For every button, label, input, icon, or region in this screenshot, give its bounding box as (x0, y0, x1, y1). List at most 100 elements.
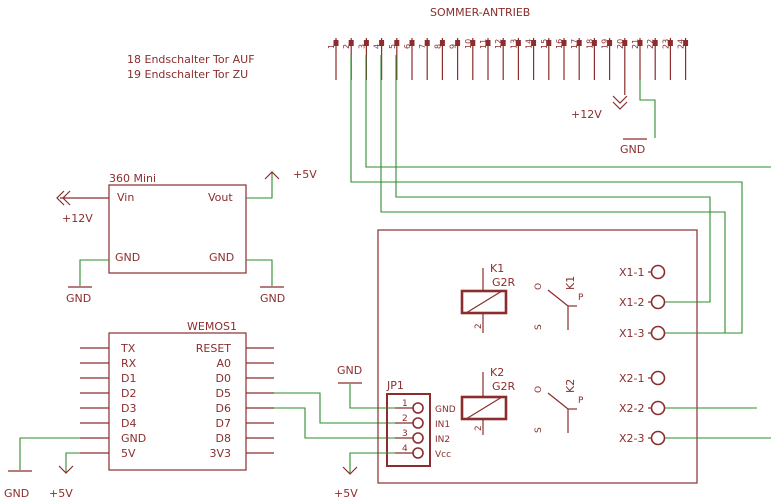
connector-pin-label: 13 (509, 39, 518, 49)
wemos-left-pin-label: D2 (121, 387, 136, 400)
relay-k2-contact-s: S (534, 427, 544, 433)
wemos-left-pin-label: D4 (121, 417, 136, 430)
supply-5v-label-wemos: +5V (49, 487, 73, 500)
jp1-pin-pad (412, 417, 424, 429)
jp1-pin-number: 2 (402, 414, 408, 424)
terminal-label: X2-1 (619, 372, 645, 385)
connector-pin-label: 16 (555, 39, 564, 49)
terminal-pad (650, 430, 666, 446)
relay-k1-coil (460, 289, 508, 315)
relay-k1-coil-pin: 2 (474, 323, 484, 329)
relay-k1-name: K1 (490, 262, 504, 275)
gnd-label-connector: GND (620, 143, 645, 156)
terminal: X1-1 (619, 264, 666, 280)
connector-pin-label: 20 (616, 39, 625, 49)
wemos-right-pin-label: D0 (216, 372, 231, 385)
terminal-pad (650, 264, 666, 280)
relay-k1: K1 G2R 2 O P S K1 (460, 262, 584, 333)
gnd-label-jp1: GND (337, 364, 362, 377)
connector-pin: 24 (677, 38, 689, 80)
supply-12v-label-connector: +12V (571, 108, 602, 121)
connector-pin-label: 3 (357, 44, 366, 49)
connector-pin: 6 (403, 38, 415, 80)
terminal-label: X2-3 (619, 432, 645, 445)
connector-pin: 3 (357, 38, 369, 80)
terminal-pad (650, 294, 666, 310)
connector-pin-label: 9 (449, 44, 458, 49)
note-line-1: 18 Endschalter Tor AUF (127, 53, 255, 66)
connector-pin-label: 10 (464, 39, 473, 49)
connector-pin: 1 (327, 38, 339, 80)
connector-pin: 20 (616, 38, 628, 80)
connector-pin: 8 (433, 38, 445, 80)
relay-k2-coil-pin: 2 (474, 425, 484, 431)
jp1-pin-number: 1 (402, 399, 408, 409)
relay-board-frame (377, 229, 698, 484)
supply-5v-label: +5V (293, 168, 317, 181)
jp1-pin-label: Vcc (435, 450, 451, 460)
converter-name: 360 Mini (109, 172, 156, 185)
connector-pin: 12 (494, 38, 506, 80)
terminal: X1-3 (619, 325, 666, 341)
wemos-left-pin-label: TX (120, 342, 136, 355)
connector-pin: 19 (601, 38, 613, 80)
converter-body (108, 184, 247, 274)
connector-pin-label: 5 (388, 44, 397, 49)
jp1-pin-label: IN1 (435, 420, 450, 430)
connector-pin: 15 (540, 38, 552, 80)
wemos-left-pin-label: D1 (121, 372, 136, 385)
terminal-block: X1-1X1-2X1-3X2-1X2-2X2-3 (619, 264, 666, 446)
connector-pin: 22 (646, 38, 658, 80)
wemos-right-pin-label: RESET (196, 342, 232, 355)
wemos-right-pin-label: A0 (216, 357, 231, 370)
terminal: X2-2 (619, 400, 666, 416)
connector-pin: 7 (418, 38, 430, 80)
jp1-pin-pad (412, 447, 424, 459)
connector-pin-label: 1 (327, 44, 336, 49)
converter-vin-label: Vin (117, 191, 134, 204)
wemos-left-pin-label: D3 (121, 402, 136, 415)
relay-k1-contact-o: O (534, 283, 544, 290)
note-line-2: 19 Endschalter Tor ZU (127, 68, 248, 81)
relay-k2: K2 G2R 2 O P S K2 (460, 366, 584, 435)
connector-pin: 4 (373, 38, 385, 80)
wemos-right-pin-label: D6 (216, 402, 231, 415)
connector-pin: 2 (342, 38, 354, 80)
jp1-pin-number: 3 (402, 429, 408, 439)
connector-pin-label: 4 (373, 44, 382, 49)
jp1-pin-pad (412, 432, 424, 444)
converter-360-mini: 360 Mini Vin Vout GND GND (108, 172, 247, 274)
terminal-pad (650, 400, 666, 416)
relay-k1-contact-s: S (534, 324, 544, 330)
connector-pin-label: 24 (677, 39, 686, 49)
relay-k2-contact-o: O (534, 386, 544, 393)
gnd-label-wemos: GND (4, 487, 29, 500)
connector-pin-label: 7 (418, 44, 427, 49)
relay-k1-contact-p: P (578, 293, 584, 303)
relay-k1-label-rotated: K1 (564, 276, 577, 290)
gnd-label-converter-right: GND (260, 292, 285, 305)
supply-12v-arrow-icon (612, 95, 628, 110)
relay-k2-contact-p: P (578, 396, 584, 406)
supply-5v-label-jp1: +5V (334, 487, 358, 500)
relay-k2-model: G2R (492, 380, 516, 393)
jp1-pin-number: 4 (402, 444, 408, 454)
connector-pin-label: 2 (342, 44, 351, 49)
terminal: X1-2 (619, 294, 666, 310)
connector-pin: 14 (525, 38, 537, 80)
connector-pin-label: 6 (403, 44, 412, 49)
wemos-right-pin-label: 3V3 (209, 447, 231, 460)
jp1-pin-label: GND (435, 405, 456, 415)
wemos-right-pin-label: D5 (216, 387, 231, 400)
terminal-label: X1-3 (619, 327, 645, 340)
connector-pin-label: 19 (601, 39, 610, 49)
wemos-name: WEMOS1 (187, 320, 237, 333)
connector-pin-label: 8 (433, 44, 442, 49)
connector-pin-label: 18 (585, 39, 594, 49)
wemos-right-pin-label: D8 (216, 432, 231, 445)
relay-k2-coil (460, 395, 508, 421)
wemos-left-pin-label: RX (121, 357, 137, 370)
